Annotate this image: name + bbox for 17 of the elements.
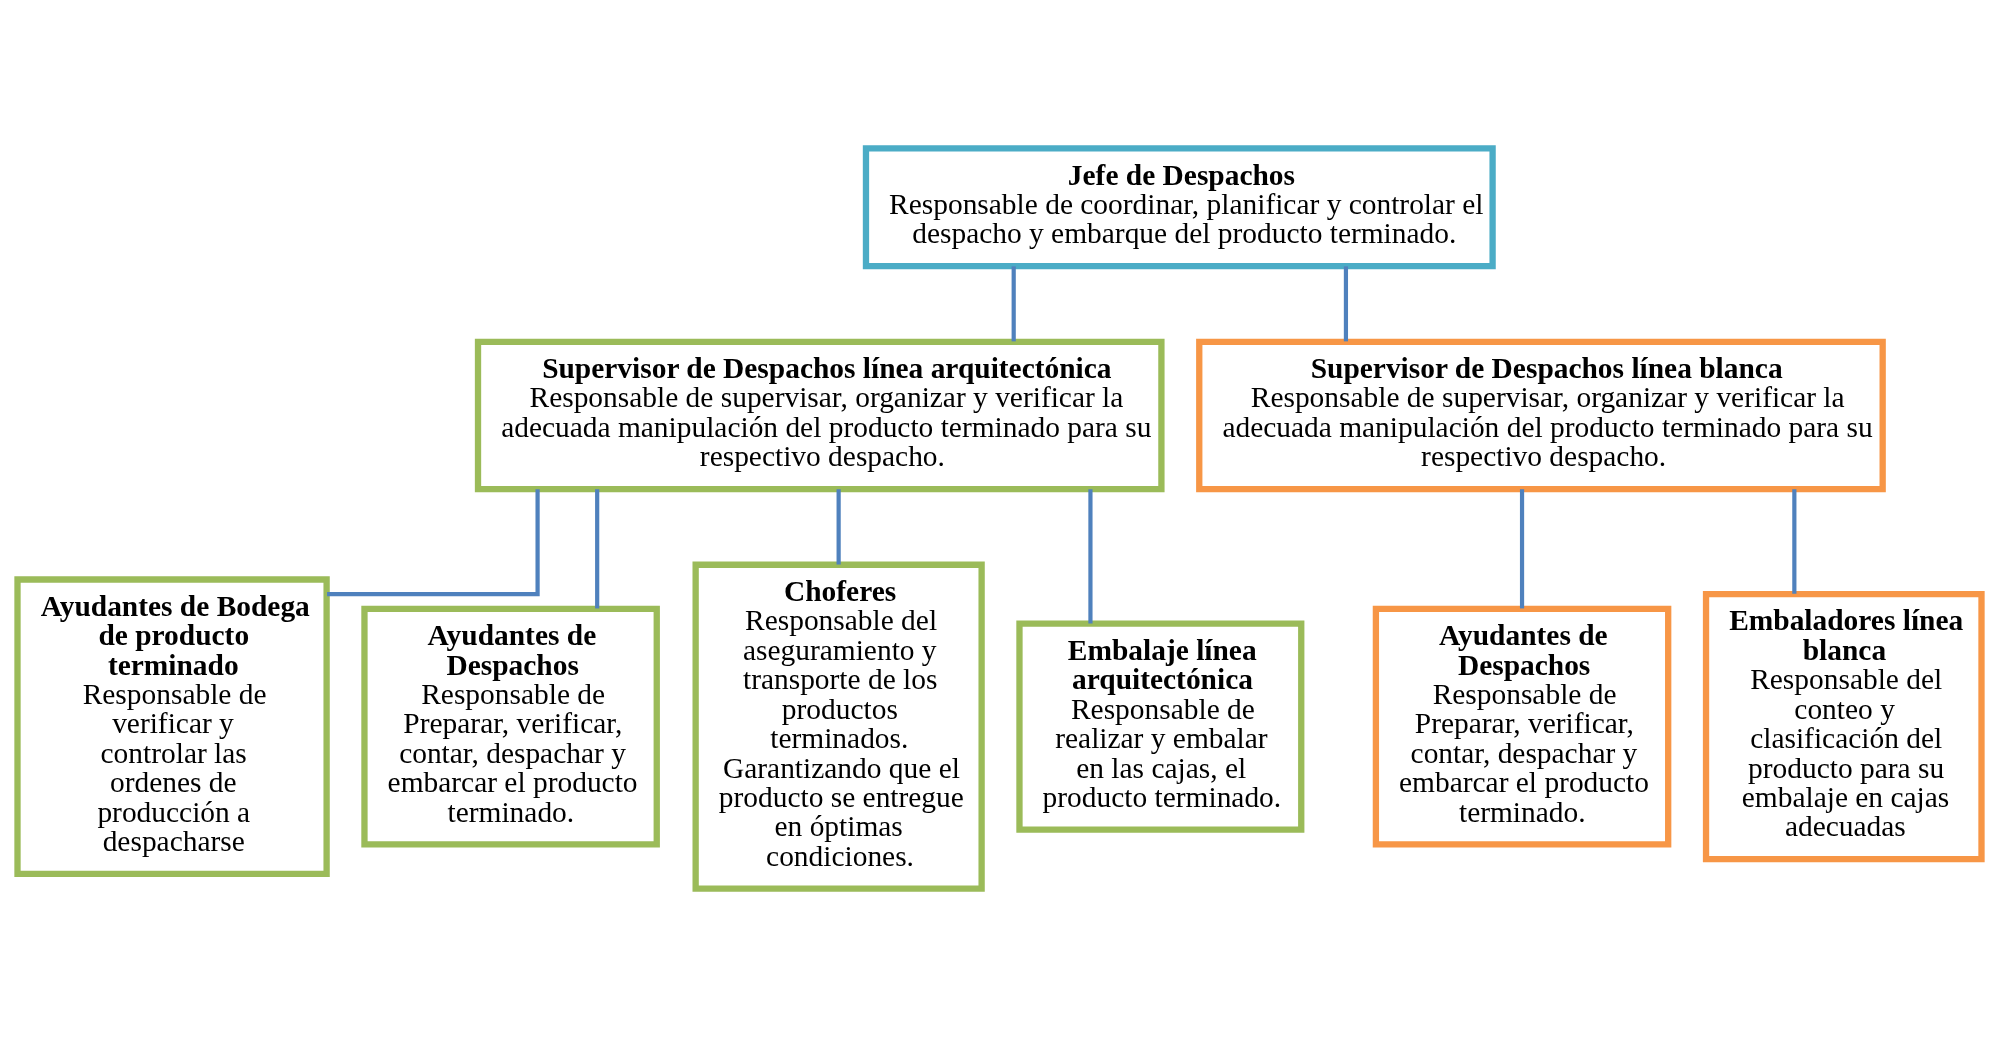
connector bbox=[1792, 489, 1797, 594]
node-box: Embaladores línea blanca Responsable del conteo y clasificación del producto para su embalaje en cajas adecuadas bbox=[1702, 591, 1985, 863]
node-box: Choferes Responsable del aseguramiento y transporte de los productos terminados. Garantizando que el producto se entregue en óptimas condiciones. bbox=[692, 561, 985, 892]
connector bbox=[836, 489, 841, 565]
connector bbox=[327, 489, 540, 597]
connector bbox=[595, 489, 600, 609]
node-box: Embalaje línea arquitectónica Responsable de realizar y embalar en las cajas, el producto terminado. bbox=[1016, 620, 1305, 833]
connector bbox=[1088, 489, 1093, 624]
node-box: Supervisor de Despachos línea blanca Responsable de supervisar, organizar y verificar la adecuada manipulación del producto terminado para su respectivo despacho. bbox=[1196, 338, 1886, 493]
connector bbox=[1011, 266, 1016, 342]
node-box: Ayudantes de Despachos Responsable de Preparar, verificar, contar, despachar y embarcar el producto terminado. bbox=[1372, 605, 1672, 848]
node-box: Jefe de Despachos Responsable de coordinar, planificar y controlar el despacho y embarque del producto terminado. bbox=[862, 145, 1496, 270]
node-box: Ayudantes de Despachos Responsable de Preparar, verificar, contar, despachar y embarcar el producto terminado. bbox=[361, 605, 660, 848]
connector bbox=[1519, 489, 1525, 609]
connector bbox=[1343, 266, 1349, 342]
node-box: Ayudantes de Bodega de producto terminado Responsable de verificar y controlar las ordenes de producción a despacharse bbox=[14, 576, 330, 878]
node-box: Supervisor de Despachos línea arquitectónica Responsable de supervisar, organizar y verificar la adecuada manipulación del producto terminado para su respectivo despacho. bbox=[474, 338, 1165, 493]
